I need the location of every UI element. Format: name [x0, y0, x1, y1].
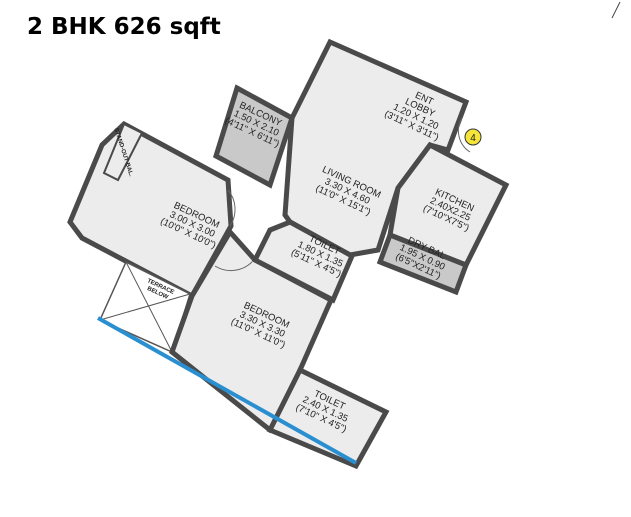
dry-balcony: [376, 231, 470, 296]
toilet-1: [251, 219, 356, 304]
edge-mark: [611, 1, 621, 19]
entrance-door[interactable]: [457, 117, 471, 153]
balcony: [213, 84, 296, 189]
living-room: [282, 38, 470, 258]
door-swing[interactable]: [227, 189, 236, 227]
stand-out-balcony: [102, 122, 144, 182]
terrace-cross: [99, 293, 191, 321]
terrace-cross: [125, 261, 173, 353]
toilet-2: [266, 366, 390, 470]
door-swing[interactable]: [214, 261, 253, 272]
entrance-badge-text: 4: [470, 133, 476, 144]
plan-title: 2 BHK 626 sqft: [27, 14, 221, 40]
entrance-badge: [464, 128, 482, 146]
highlight-edge: [97, 316, 357, 465]
